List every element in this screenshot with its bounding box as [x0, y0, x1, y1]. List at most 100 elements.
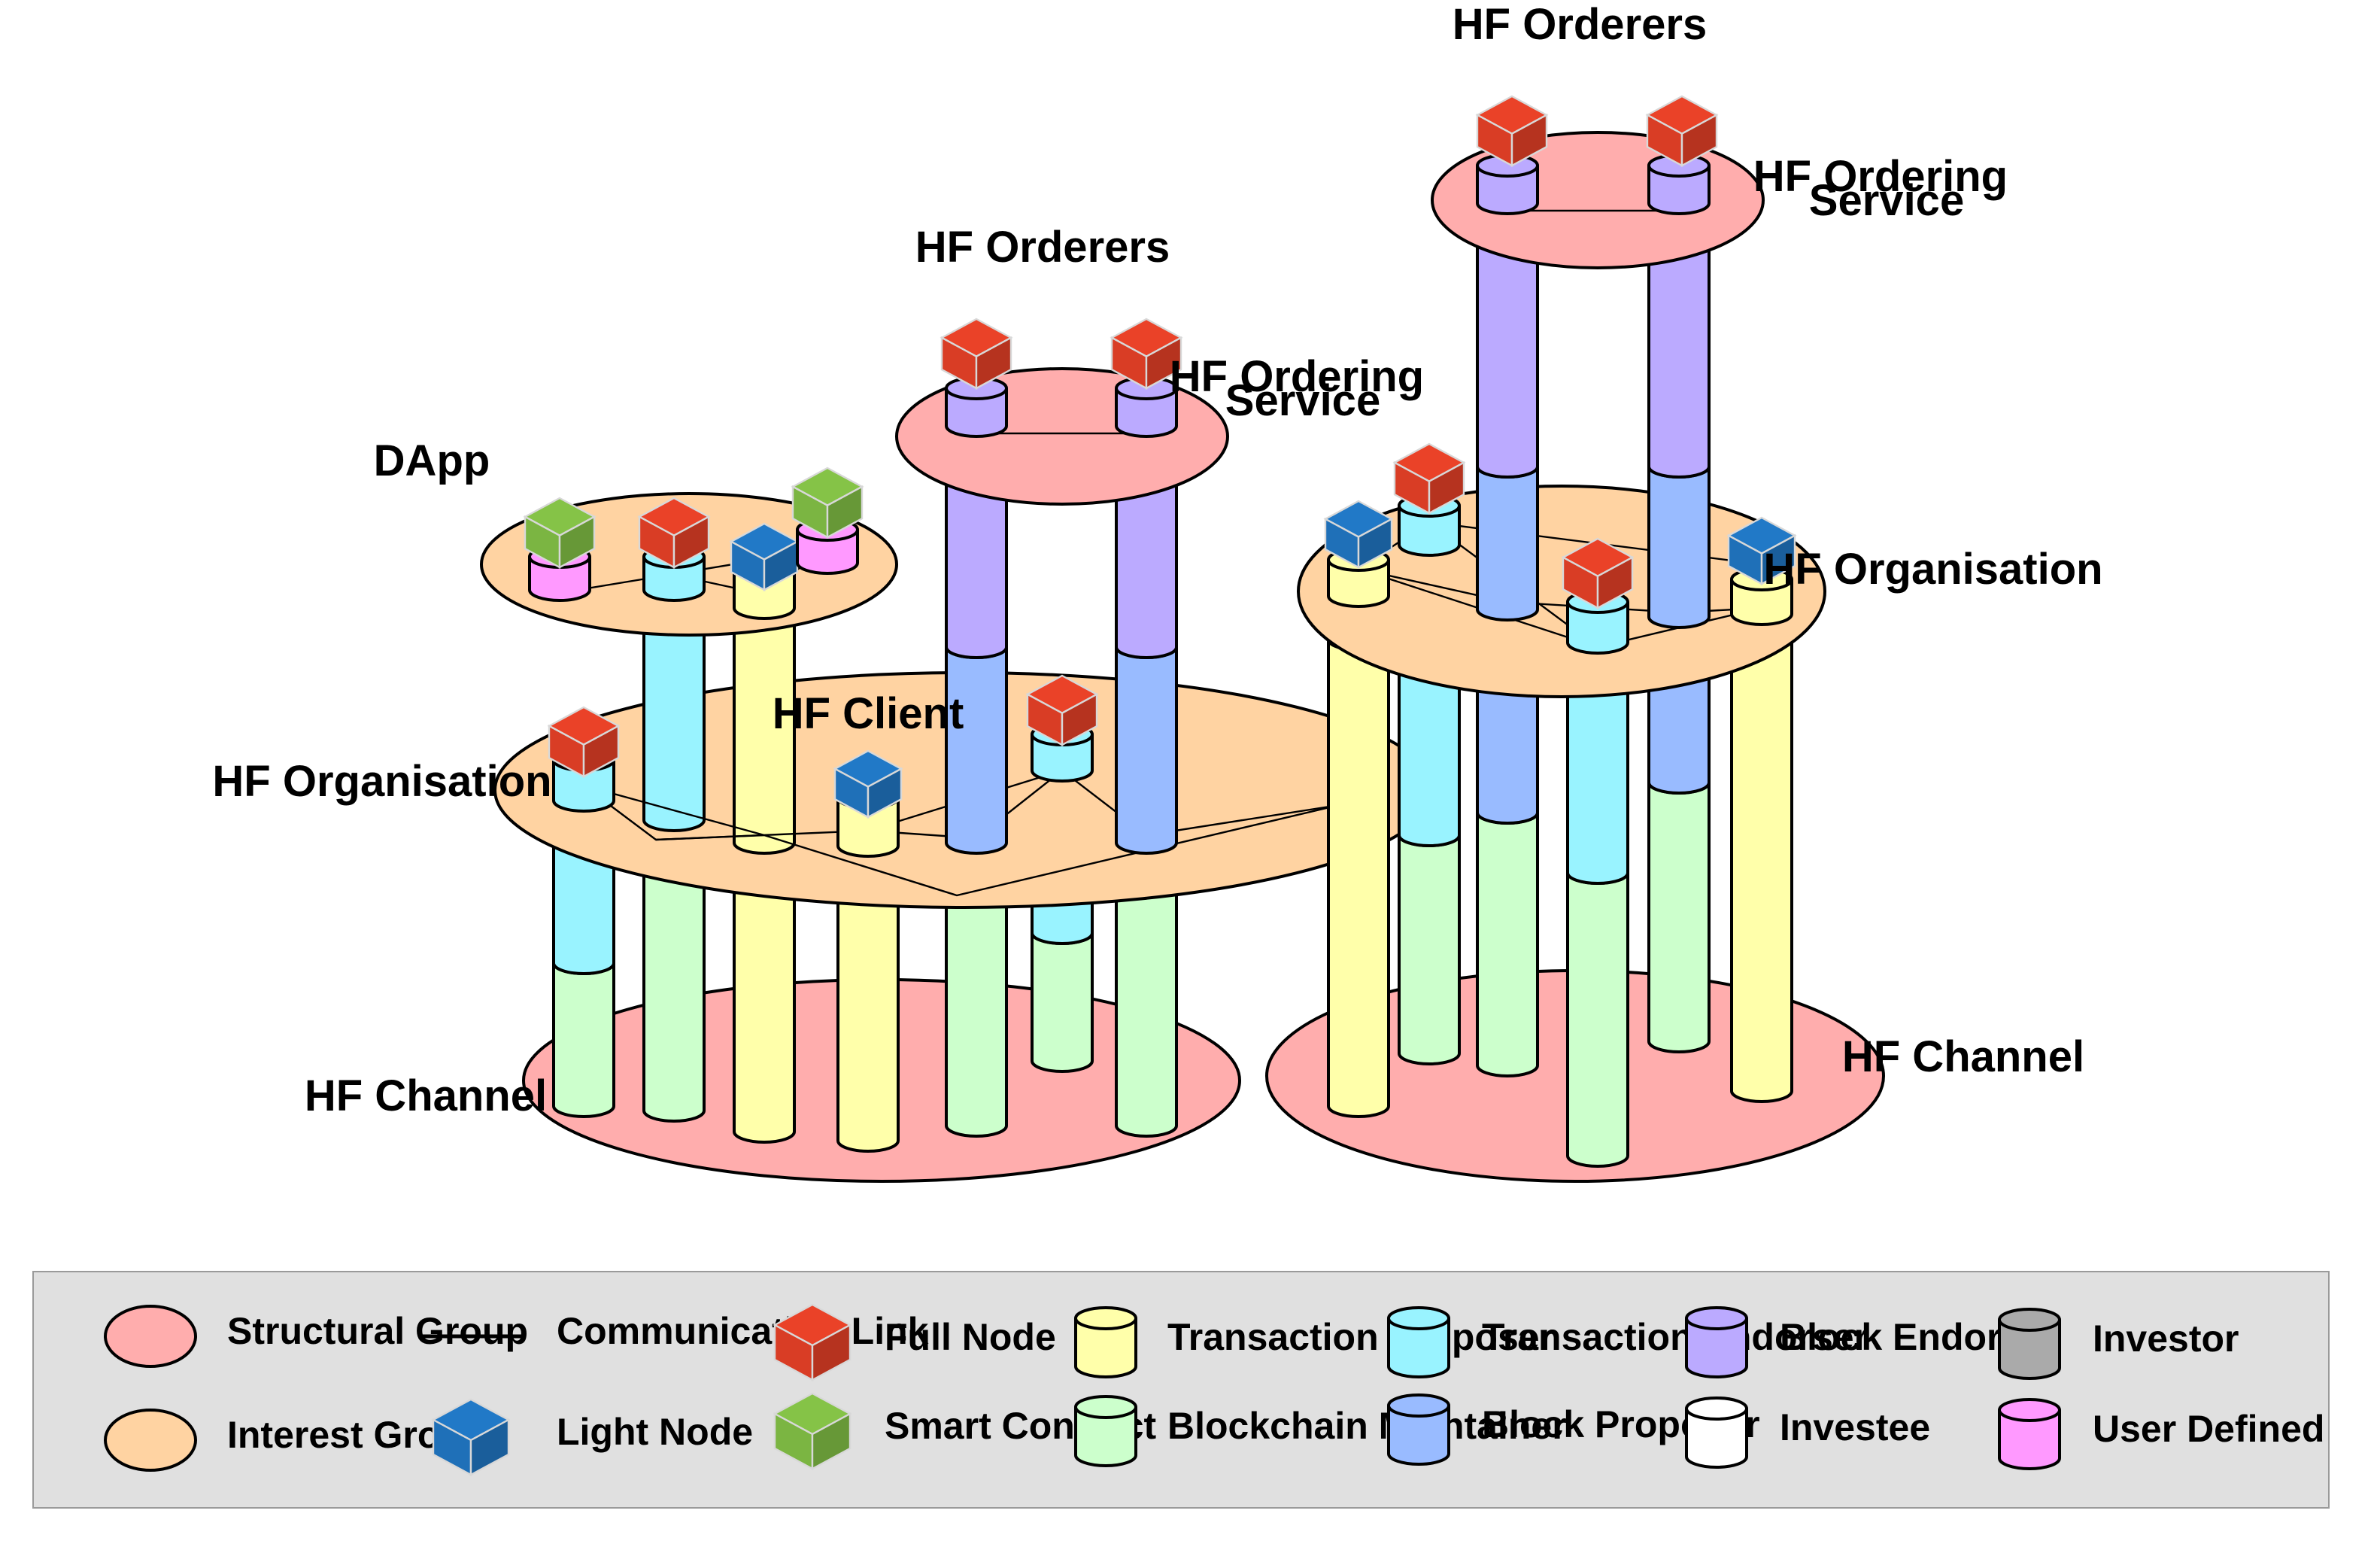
cylinder-body	[1647, 166, 1711, 215]
legend-full-node-label: Full Node	[885, 1316, 1056, 1358]
cylinder-top	[1074, 1306, 1137, 1330]
right-orderer-1-full-node	[1475, 95, 1549, 168]
cube-right	[1510, 113, 1548, 168]
left-orderer-pillar-1-segment	[945, 635, 1008, 855]
cylinder-body	[1476, 166, 1539, 215]
cylinder-top	[1685, 1306, 1748, 1330]
cube-right	[672, 515, 710, 570]
cylinder-body	[1031, 933, 1094, 1073]
legend-light-node-symbol	[431, 1398, 511, 1477]
left-orderer-1	[945, 376, 1008, 438]
legend-investor-label: Investor	[2093, 1317, 2239, 1360]
cylinder-body	[528, 557, 591, 602]
dapp-label: DApp	[374, 436, 490, 485]
cube-right	[558, 515, 596, 570]
cylinder-body	[1730, 640, 1793, 1103]
dapp-smart-contract-1	[523, 497, 597, 570]
cube-right	[582, 724, 620, 779]
legend-investee-symbol	[1685, 1396, 1748, 1469]
legend-light-node-label: Light Node	[557, 1411, 753, 1453]
left-channel-pillar-1-segment	[552, 951, 615, 1118]
legend-user-defined-symbol	[1998, 1398, 2061, 1470]
hf-organisation-left-label: HF Organisation	[212, 757, 551, 806]
legend-block-endorser-symbol	[1685, 1306, 1748, 1378]
cylinder-body	[1647, 662, 1711, 795]
right-org-full-node-1	[1392, 442, 1466, 515]
right-orderer-pillar-1-segment	[1476, 229, 1539, 479]
hf-ordering-service-right-label: HF Ordering Service	[1753, 152, 2020, 225]
client-full-node	[1025, 674, 1099, 747]
cylinder-body	[1685, 1409, 1748, 1469]
cylinder-body	[1074, 1318, 1137, 1378]
cylinder-body	[796, 530, 859, 575]
cylinder-body	[1476, 467, 1539, 622]
dapp-smart-contract-2	[791, 467, 864, 539]
right-channel-pillar-6-segment	[1730, 628, 1793, 1103]
legend-full-node-symbol	[773, 1303, 852, 1382]
right-org-light-node-1	[1323, 500, 1394, 570]
diagram-labels: DApp HF Client HF Organisation HF Channe…	[212, 0, 2102, 1120]
cube-right	[826, 485, 864, 539]
right-orderer-pillar-2-segment	[1647, 229, 1711, 479]
left-orderer-1-segment	[945, 376, 1008, 438]
left-orderer-pillar-1	[945, 424, 1008, 855]
right-orderer-pillar-2-segment	[1647, 454, 1711, 629]
cylinder-top	[1685, 1396, 1748, 1421]
right-channel-pillar-3-segment	[1476, 801, 1539, 1077]
cube-right	[867, 767, 903, 819]
cylinder-body	[945, 865, 1008, 1138]
right-orderer-pillar-1-segment	[1476, 454, 1539, 622]
cylinder-body	[1327, 560, 1390, 608]
cylinder-top	[1074, 1395, 1137, 1419]
cylinder-body	[1476, 813, 1539, 1077]
legend-interest-group-symbol	[104, 1409, 197, 1472]
cube-right	[1760, 533, 1796, 586]
hf-ordering-service-left-line2: Service	[1225, 376, 1380, 425]
right-channel-pillar-4	[1566, 650, 1629, 1168]
cylinder-body	[552, 963, 615, 1118]
cube-right	[1061, 692, 1098, 747]
legend-communication-link-label: Communication Link	[557, 1310, 929, 1352]
cylinder-body	[642, 835, 706, 1123]
right-channel-pillar-2	[1398, 650, 1461, 1065]
legend-investor-symbol	[1998, 1308, 2061, 1380]
right-org-light-node-2	[1726, 516, 1797, 586]
hf-ordering-service-left-line1: HF Ordering	[1170, 352, 1424, 401]
cube-right	[975, 336, 1012, 391]
cylinder-body	[642, 617, 706, 832]
cylinder-body	[1387, 1406, 1450, 1466]
cylinder-body	[1730, 579, 1793, 626]
cylinder-body	[836, 858, 900, 1153]
legend-transaction-proposer-label: Transaction Proposer	[1167, 1316, 1554, 1358]
right-orderer-pillar-2	[1647, 229, 1711, 629]
right-channel-pillar-2-segment	[1398, 823, 1461, 1065]
legend-investee-label: Investee	[1780, 1406, 1930, 1448]
cylinder-top	[1387, 1306, 1450, 1330]
cube-right	[469, 1418, 510, 1477]
legend-structural-group-item: Structural Group	[104, 1305, 528, 1368]
dapp-light-node	[729, 522, 800, 592]
cylinder-body	[1685, 1318, 1748, 1378]
cylinder-body	[836, 798, 900, 858]
right-orderer-2-full-node	[1645, 95, 1719, 168]
legend-light-node-item: Light Node	[431, 1398, 753, 1477]
legend-blockchain-maintainer-symbol	[1074, 1395, 1137, 1467]
cylinder-body	[1398, 662, 1461, 847]
cube-right	[1428, 460, 1465, 515]
legend-panel	[32, 1271, 2330, 1509]
cylinder-body	[733, 617, 796, 855]
legend-transaction-endorser-label: Transaction Endorser	[1482, 1316, 1868, 1358]
legend-transaction-endorser-item: Transaction Endorser	[1387, 1306, 1868, 1378]
hf-channel-left-label: HF Channel	[305, 1071, 547, 1120]
right-orderer-2	[1647, 153, 1711, 215]
cylinder-body	[1476, 662, 1539, 825]
legend-block-proposer-symbol	[1387, 1393, 1450, 1466]
left-org-full-node	[547, 706, 621, 779]
cylinder-body	[1476, 241, 1539, 479]
cube-right	[811, 1323, 852, 1382]
cylinder-body	[733, 850, 796, 1144]
cylinder-body	[1998, 1410, 2061, 1470]
legend-investee-item: Investee	[1685, 1396, 1930, 1469]
